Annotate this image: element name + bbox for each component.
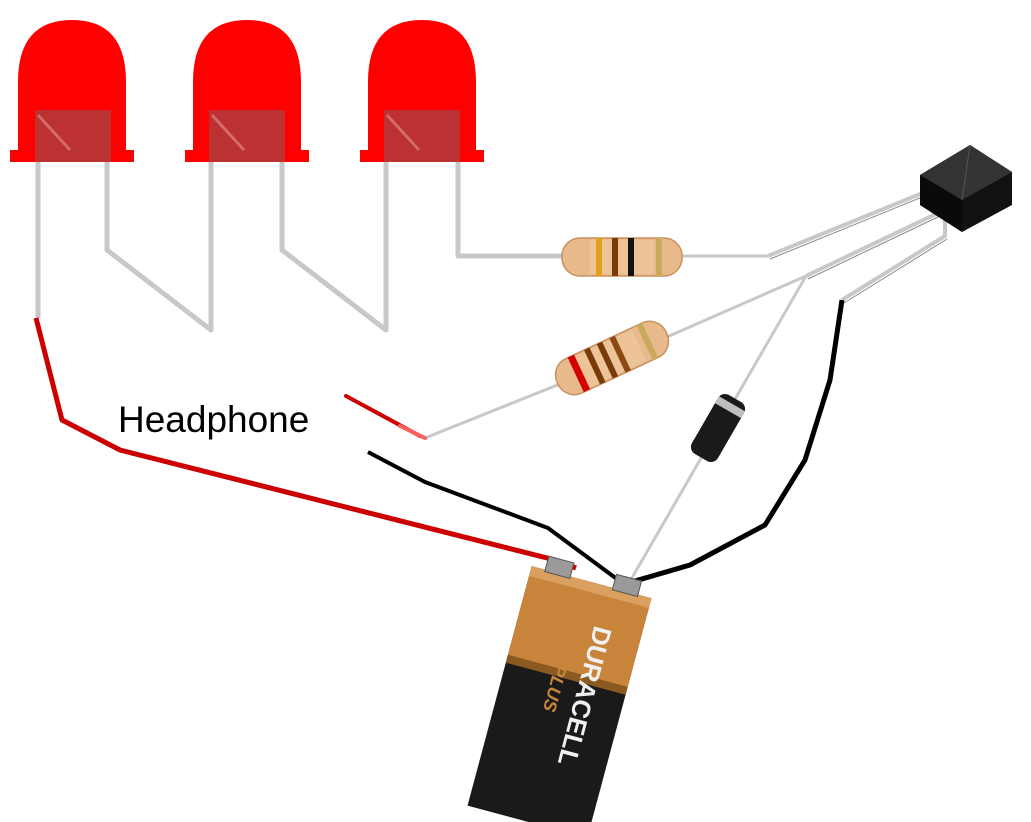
headphone-label: Headphone [118,399,309,440]
diode [690,393,746,463]
black-wire-transistor [627,299,845,586]
battery-9v: DURACELL PLUS [467,555,652,822]
resistor-2-leads [424,274,807,440]
resistor-1 [561,237,683,277]
transistor [920,144,1012,232]
led-3 [360,20,484,162]
transistor-lead-outlines [769,192,948,304]
headphone-red-wire [344,394,427,440]
headphone-black-wire [367,450,627,587]
resistor-2 [554,320,670,396]
led-1 [10,20,134,162]
red-wire-led [33,317,577,571]
led-2 [185,20,309,162]
led-leads [35,160,565,333]
